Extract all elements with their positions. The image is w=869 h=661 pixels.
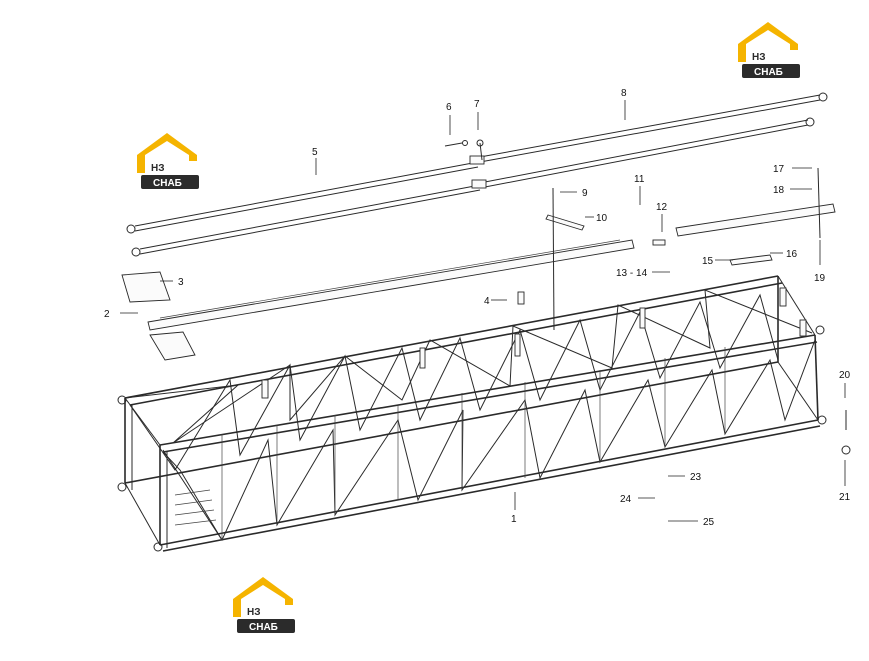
label-25: 25 <box>703 517 715 528</box>
logo-subtitle: СНАБ <box>249 622 278 633</box>
label-20: 20 <box>839 370 851 381</box>
label-23: 23 <box>690 472 702 483</box>
label-3: 3 <box>178 277 184 288</box>
logo-subtitle: СНАБ <box>153 178 182 189</box>
label-24: 24 <box>620 494 632 505</box>
label-16: 16 <box>786 249 798 260</box>
logo-watermark-upper-left: НЗ СНАБ <box>137 133 199 189</box>
label-19: 19 <box>814 273 826 284</box>
part-labels: 1 2 3 4 5 6 7 8 9 10 11 12 13 - 14 15 16… <box>104 88 851 528</box>
logo-letters: НЗ <box>752 52 766 63</box>
label-7: 7 <box>474 99 480 110</box>
label-18: 18 <box>773 185 785 196</box>
logo-subtitle: СНАБ <box>754 67 783 78</box>
label-1: 1 <box>511 514 517 525</box>
leader-lines <box>120 100 846 522</box>
logo-letters: НЗ <box>151 163 165 174</box>
label-11: 11 <box>634 174 645 185</box>
lattice-boom-section <box>117 275 827 552</box>
label-12: 12 <box>656 202 668 213</box>
logo-watermark-bottom-left: НЗ СНАБ <box>233 577 295 633</box>
label-10: 10 <box>596 213 608 224</box>
tie-bars <box>126 92 828 257</box>
label-15: 15 <box>702 256 714 267</box>
label-4: 4 <box>484 296 490 307</box>
label-9: 9 <box>582 188 588 199</box>
label-6: 6 <box>446 102 452 113</box>
label-13-14: 13 - 14 <box>616 268 648 279</box>
logo-letters: НЗ <box>247 607 261 618</box>
label-8: 8 <box>621 88 627 99</box>
logo-watermark-top-right: НЗ СНАБ <box>738 22 800 78</box>
walkway-plates <box>121 167 851 455</box>
label-2: 2 <box>104 309 110 320</box>
label-17: 17 <box>773 164 785 175</box>
label-21: 21 <box>839 492 851 503</box>
label-5: 5 <box>312 147 318 158</box>
